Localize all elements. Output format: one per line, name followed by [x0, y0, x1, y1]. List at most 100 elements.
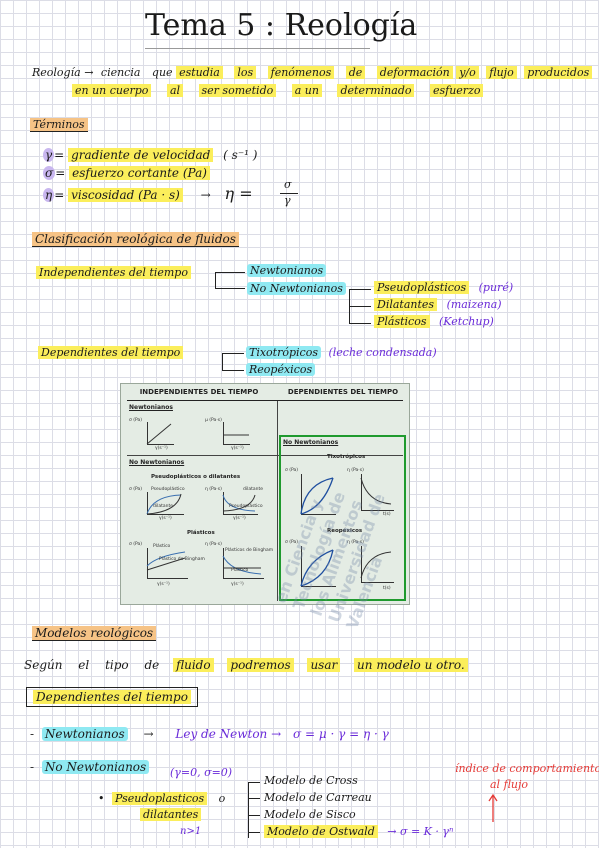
fig-curve-label: Pseudoplástico [229, 504, 263, 509]
fig-axis-label: t(s) [383, 512, 391, 517]
terminos-heading: Términos [30, 118, 88, 132]
def-word-highlight: de [345, 66, 366, 79]
bullet: • [98, 792, 105, 805]
definition-line-1: Reología → ciencia que estudia los fenóm… [32, 66, 593, 79]
fig-pseudo-curves [146, 493, 182, 515]
fig-curve-label: Plástico [153, 544, 171, 549]
dash: - [30, 727, 35, 741]
fig-axis-label: η (Pa·s) [205, 542, 222, 547]
bracket-line [349, 289, 371, 290]
fig-plot-frame [223, 422, 250, 445]
fig-curve-label: dilatante [153, 504, 174, 509]
fig-pseudo-title: Pseudoplásticos o dilatantes [151, 474, 241, 480]
newtonianos-row: - Newtonianos → Ley de Newton → σ = μ · … [30, 727, 389, 741]
bracket-line [222, 353, 244, 354]
arrow: → [143, 727, 154, 741]
def-word-highlight: fenómenos [267, 66, 335, 79]
bracket-vertical-3 [222, 353, 223, 370]
fig-axis-label: σ (Pa) [285, 540, 299, 545]
tixo-label: Tixotrópicos [246, 346, 321, 359]
definition-arrow: → [84, 66, 94, 79]
intro-word: de [144, 658, 160, 672]
clasificacion-heading-text: Clasificación reológica de fluidos [32, 232, 239, 246]
fig-axis-label: γ(s⁻¹) [155, 446, 168, 451]
intro-word: tipo [105, 658, 129, 672]
model-sisco: Modelo de Sisco [264, 808, 356, 821]
def-word: que [151, 66, 173, 79]
sub-type-name: Dilatantes [374, 298, 438, 311]
definition-line-2: en un cuerpo al ser sometido a un determ… [72, 84, 484, 97]
fig-no-newtonianos-left: No Newtonianos [129, 459, 185, 466]
sub-type-dilatantes: Dilatantes (maizena) [374, 298, 502, 311]
models-bracket [248, 782, 249, 838]
fig-newtonian-curve [146, 423, 172, 445]
fig-reo-loop [300, 549, 334, 587]
or-word: o [218, 792, 226, 805]
fig-plot-frame [301, 546, 336, 587]
def-word-highlight: en un cuerpo [72, 84, 152, 97]
formula-lhs: η = [224, 184, 253, 203]
term-text: viscosidad (Pa · s) [68, 188, 183, 202]
fraction-bar [280, 193, 298, 194]
fig-plasticos-title: Plásticos [187, 530, 215, 536]
fig-plot-frame [361, 474, 394, 511]
term-stress: σ= esfuerzo cortante (Pa) [43, 166, 210, 180]
bracket-line [248, 798, 260, 799]
dilatantes-label: dilatantes [140, 808, 202, 821]
bracket-line [248, 832, 260, 833]
dash: - [30, 760, 35, 774]
fig-plot-frame [301, 474, 336, 515]
modelos-heading-text: Modelos reológicos [32, 626, 157, 640]
condition-note: (γ=0, σ=0) [170, 766, 233, 779]
sub-type-name: Pseudoplásticos [374, 281, 470, 294]
fig-plot-frame [147, 492, 184, 515]
def-word-highlight: a un [291, 84, 322, 97]
def-word-highlight: deformación [376, 66, 453, 79]
arrow: → [200, 188, 211, 202]
modelos-heading: Modelos reológicos [32, 626, 157, 641]
model-ostwald-row: Modelo de Ostwald → σ = K · γⁿ [264, 825, 453, 838]
fig-tixo-title: Tixotrópicos [327, 454, 366, 460]
n-condition: n>1 [180, 826, 202, 837]
term-gradient: γ= gradiente de velocidad ( s⁻¹ ) [43, 148, 257, 162]
fig-curve-label: Plástico [231, 568, 249, 573]
fig-plastic-viscosity [222, 555, 262, 575]
fig-newtonian-viscosity [223, 434, 249, 436]
fig-plastic-curves [146, 551, 186, 571]
intro-word: podremos [227, 658, 294, 672]
term-text: esfuerzo cortante (Pa) [69, 166, 210, 180]
fig-no-newtonianos-right: No Newtonianos [283, 439, 339, 446]
def-word-highlight: flujo [486, 66, 517, 79]
def-word: ciencia [100, 66, 141, 79]
intro-word: fluido [173, 658, 214, 672]
fig-plot-frame [223, 492, 258, 515]
fig-axis-label: η (Pa·s) [205, 487, 222, 492]
figure-header-right: DEPENDIENTES DEL TIEMPO [287, 388, 399, 396]
pseudo-label: Pseudoplasticos [112, 792, 208, 805]
bracket-line [248, 815, 260, 816]
ostwald-formula: → σ = K · γⁿ [387, 825, 454, 838]
equals-sign: = [55, 166, 66, 180]
no-newtonianos-model-label: No Newtonianos [41, 760, 150, 774]
sub-type-example: (maizena) [446, 298, 502, 311]
fig-plot-frame [361, 546, 394, 583]
reo-label: Reopéxicos [246, 363, 316, 376]
pseudo-bullet-row: • Pseudoplasticos o [98, 792, 225, 805]
tixo-example: (leche condensada) [328, 346, 437, 359]
sub-type-example: (puré) [478, 281, 514, 294]
fig-axis-label: η (Pa·s) [347, 468, 364, 473]
fig-highlight-box [279, 435, 406, 601]
fig-plot-frame [147, 548, 188, 579]
independientes-label: Independientes del tiempo [36, 266, 191, 279]
figure-divider-h [127, 455, 403, 456]
fig-curve-label: dilatante [243, 487, 264, 492]
def-word-highlight: al [166, 84, 184, 97]
fig-axis-label: σ (Pa) [129, 487, 143, 492]
newton-law: Ley de Newton → [175, 727, 282, 741]
term-viscosity: η= viscosidad (Pa · s) → η = [43, 184, 253, 203]
newtonianos-label: Newtonianos [247, 264, 327, 277]
def-word-highlight: y/o [456, 66, 479, 79]
dependientes-box-text: Dependientes del tiempo [33, 690, 191, 704]
eta-symbol: η [43, 188, 55, 202]
fig-plot-frame [223, 548, 264, 579]
